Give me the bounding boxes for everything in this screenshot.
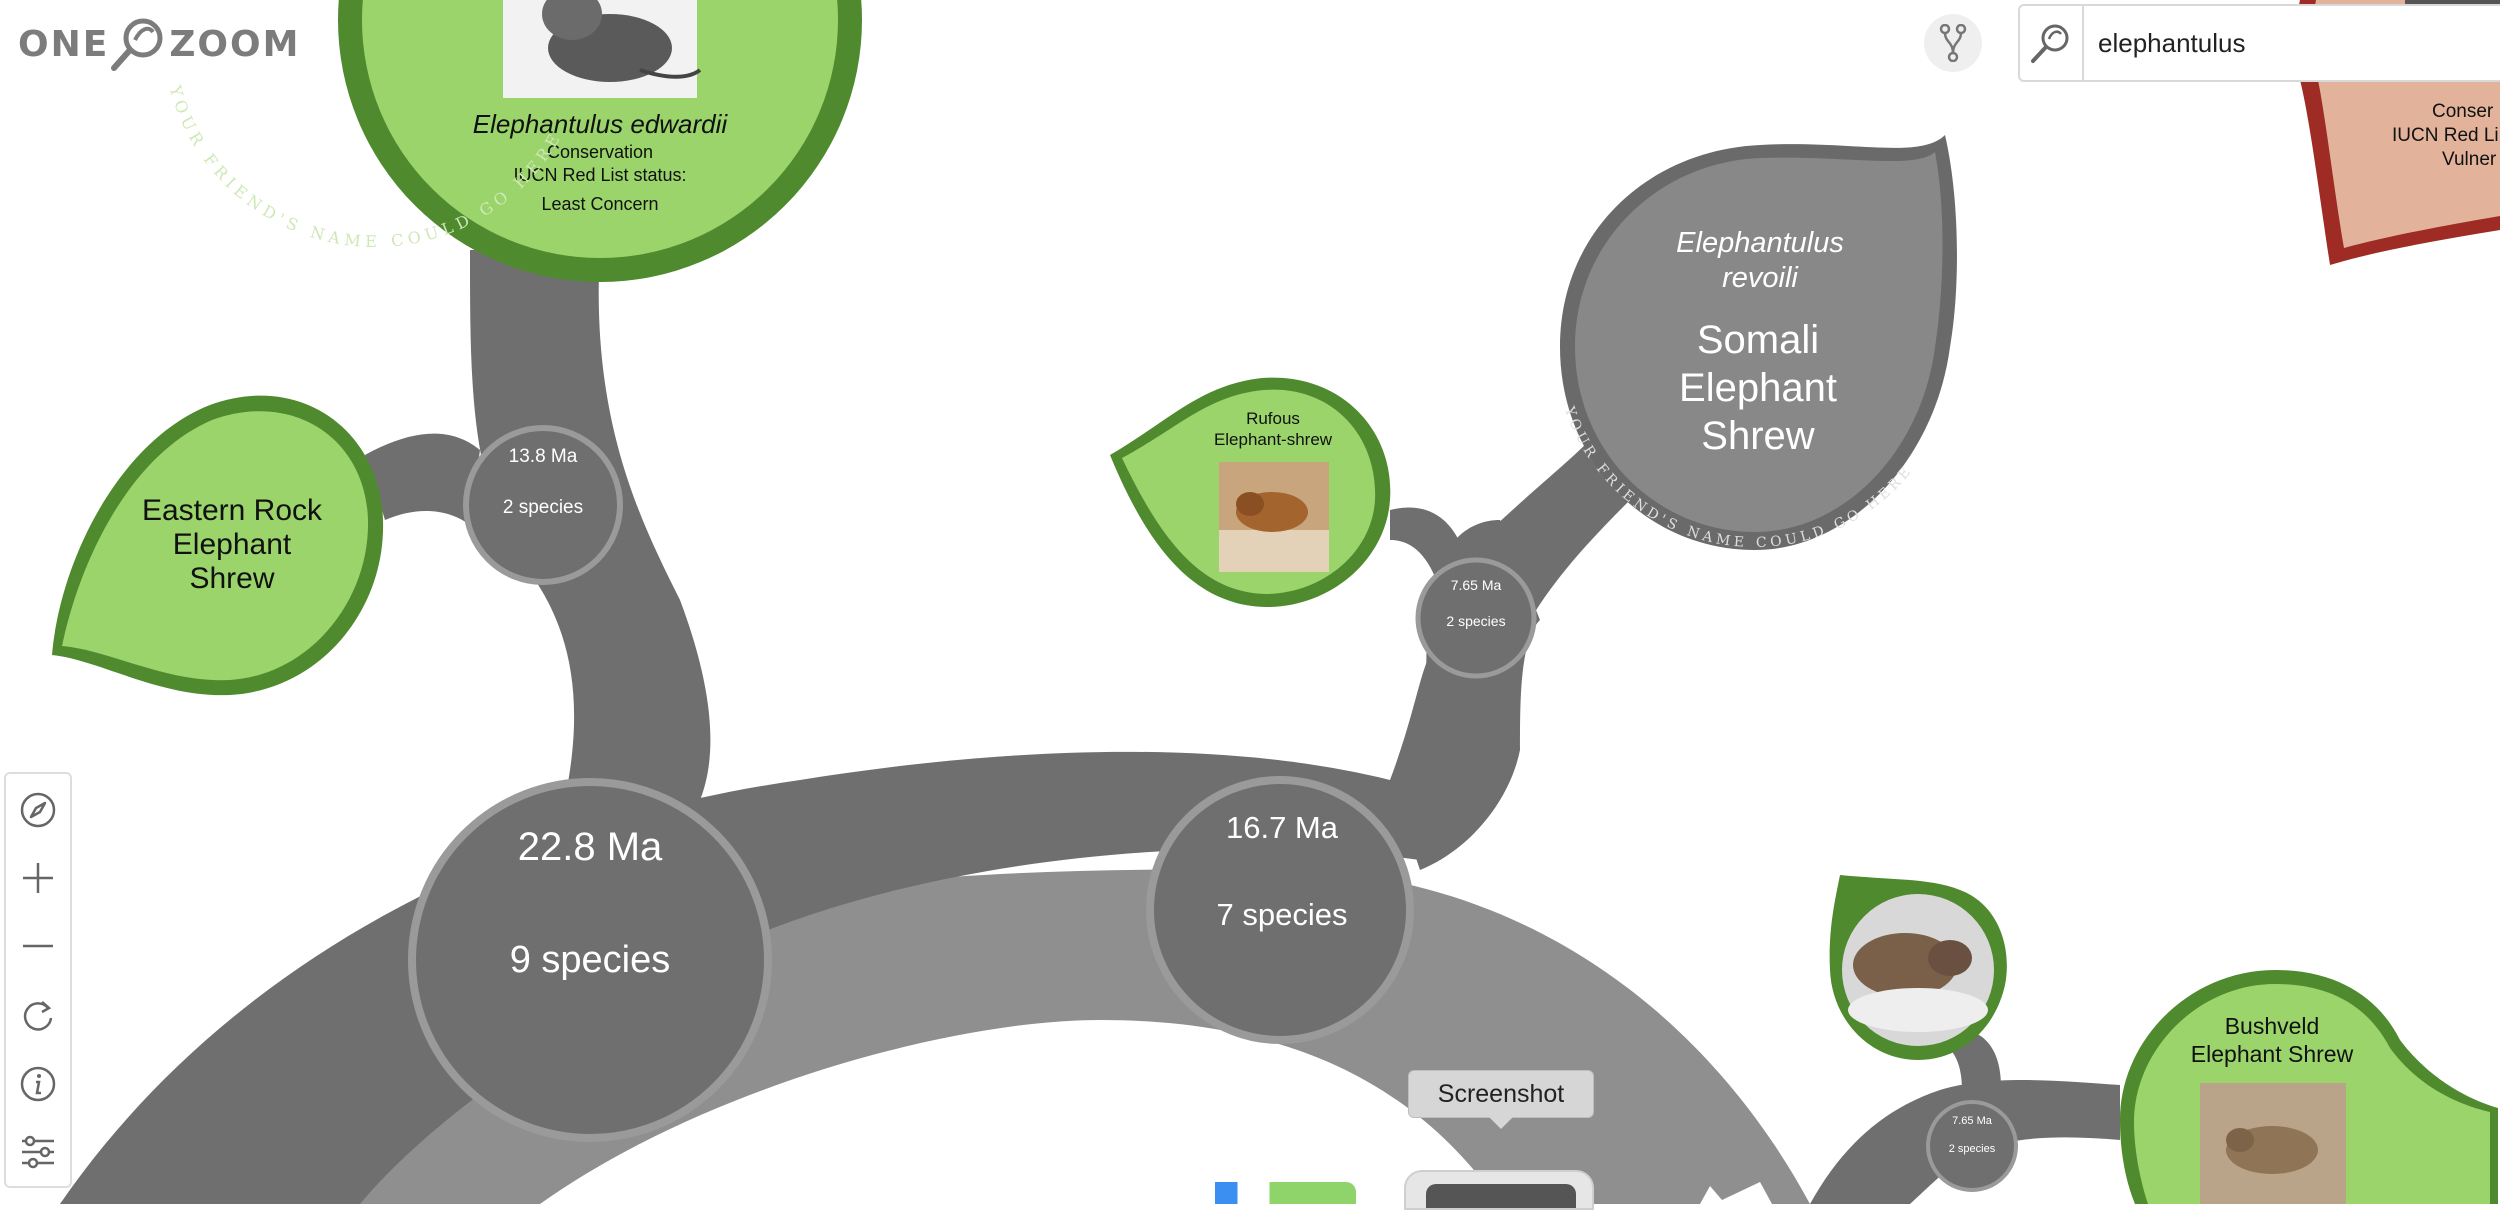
node-species-label: 2 species bbox=[1446, 613, 1505, 629]
node-species-label: 2 species bbox=[503, 497, 583, 518]
tree-view-button[interactable] bbox=[1924, 14, 1982, 72]
zoom-in-button[interactable] bbox=[6, 848, 70, 908]
species-photo bbox=[2200, 1083, 2346, 1204]
leaf-bushveld-elephant-shrew[interactable]: Bushveld Elephant Shrew bbox=[2120, 970, 2498, 1204]
magnifier-logo-icon bbox=[109, 14, 169, 74]
plus-icon bbox=[23, 863, 53, 893]
node-16-7[interactable]: 16.7 Ma 7 species bbox=[1146, 776, 1414, 1044]
node-age-label: 7.65 Ma bbox=[1952, 1115, 1993, 1127]
map-controls bbox=[4, 772, 72, 1188]
search-icon bbox=[2031, 24, 2069, 63]
leaf-common-name-line: Shrew bbox=[1701, 414, 1814, 458]
leaf-common-name-line: Elephant-shrew bbox=[1214, 430, 1333, 449]
leaf-eastern-rock-elephant-shrew[interactable]: Eastern Rock Elephant Shrew bbox=[52, 395, 384, 696]
search-input[interactable] bbox=[2084, 26, 2500, 60]
leaf-common-name-line: Elephant bbox=[173, 528, 292, 561]
leaf-iucn-status: Vulner bbox=[2442, 149, 2497, 170]
info-icon bbox=[20, 1066, 56, 1102]
node-species-label: 7 species bbox=[1217, 897, 1348, 932]
branch-fork-icon bbox=[1939, 24, 1967, 62]
node-age-label: 22.8 Ma bbox=[518, 825, 663, 869]
info-button[interactable] bbox=[6, 1054, 70, 1114]
leaf-iucn-status: Least Concern bbox=[541, 194, 658, 214]
leaf-iucn-label: IUCN Red Li bbox=[2392, 125, 2499, 146]
reset-view-button[interactable] bbox=[6, 780, 70, 840]
node-species-label: 2 species bbox=[1949, 1143, 1996, 1155]
branch-small-photo bbox=[1945, 1030, 2001, 1110]
logo-text-zoom: ZOOM bbox=[169, 23, 301, 65]
screenshot-tooltip: Screenshot bbox=[1408, 1070, 1594, 1129]
leaf-common-name-line: Shrew bbox=[189, 562, 274, 595]
node-22-8[interactable]: 22.8 Ma 9 species bbox=[408, 778, 772, 1142]
species-photo bbox=[1842, 894, 1994, 1046]
node-age-label: 7.65 Ma bbox=[1451, 577, 1502, 593]
leaf-rufous-elephant-shrew[interactable]: Rufous Elephant-shrew bbox=[1110, 377, 1391, 608]
refresh-button[interactable] bbox=[6, 986, 70, 1046]
leaf-hidden-bottom bbox=[1700, 1182, 1772, 1204]
settings-button[interactable] bbox=[6, 1122, 70, 1182]
zoom-out-button[interactable] bbox=[6, 916, 70, 976]
onezoom-logo[interactable]: ONE ZOOM bbox=[18, 14, 300, 74]
node-7-65-mid[interactable]: 7.65 Ma 2 species bbox=[1415, 557, 1537, 679]
leaf-conservation-label: Conser bbox=[2432, 101, 2494, 122]
leaf-common-name-line: Rufous bbox=[1246, 409, 1300, 428]
leaf-common-name-line: Elephant Shrew bbox=[2191, 1041, 2354, 1067]
node-species-label: 9 species bbox=[510, 939, 671, 981]
leaf-common-name-line: Eastern Rock bbox=[142, 494, 323, 527]
species-photo bbox=[1219, 462, 1329, 572]
node-13-8[interactable]: 13.8 Ma 2 species bbox=[463, 425, 623, 585]
minus-icon bbox=[23, 944, 53, 948]
branch-eastern-rock bbox=[365, 433, 480, 525]
search-bar[interactable] bbox=[2018, 4, 2500, 82]
branch-main-arc bbox=[60, 640, 1520, 1204]
compass-icon bbox=[20, 792, 56, 828]
node-age-label: 13.8 Ma bbox=[509, 446, 578, 467]
sliders-icon bbox=[22, 1135, 54, 1169]
leaf-common-name-line: Elephant bbox=[1679, 366, 1837, 410]
leaf-latin-name: Elephantulus bbox=[1676, 227, 1844, 259]
leaf-latin-name: revoili bbox=[1722, 262, 1799, 294]
refresh-icon bbox=[23, 1001, 53, 1031]
leaf-iucn-label: IUCN Red List status: bbox=[513, 165, 686, 185]
node-age-label: 16.7 Ma bbox=[1226, 810, 1339, 845]
leaf-conservation-label: Conservation bbox=[547, 142, 653, 162]
search-button[interactable] bbox=[2020, 6, 2084, 80]
node-7-65-right[interactable]: 7.65 Ma 2 species bbox=[1926, 1100, 2018, 1192]
screenshot-dock-icon[interactable] bbox=[1404, 1170, 1594, 1210]
dock-app-icon[interactable] bbox=[1196, 1182, 1356, 1204]
leaf-latin-name: Elephantulus edwardii bbox=[473, 109, 729, 139]
leaf-elephant-shrew-photo[interactable] bbox=[1829, 875, 2007, 1060]
leaf-elephantulus-revoili[interactable]: Elephantulus revoili Somali Elephant Shr… bbox=[1560, 135, 1957, 551]
leaf-common-name-line: Somali bbox=[1697, 318, 1819, 362]
leaf-common-name-line: Bushveld bbox=[2225, 1013, 2320, 1039]
logo-text-one: ONE bbox=[18, 23, 110, 65]
